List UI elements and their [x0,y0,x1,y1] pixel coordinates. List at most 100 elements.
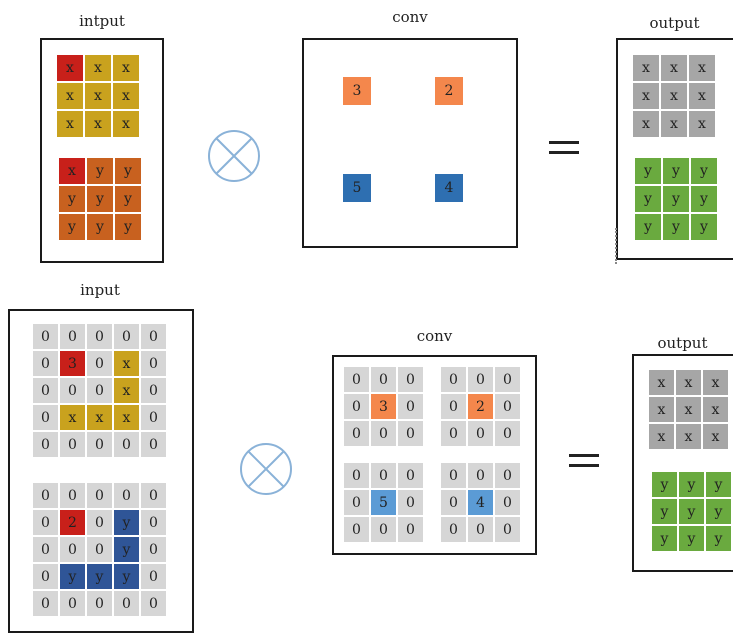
grid-cell: 0 [140,536,167,563]
grid-cell: 0 [86,350,113,377]
grid-cell: x [648,369,675,396]
grid-cell: y [86,157,114,185]
bottom-conv-label: conv [416,327,453,345]
grid-cell: 0 [370,462,397,489]
grid-cell: 0 [32,431,59,458]
grid-cell: y [678,498,705,525]
top-kernel-cell: 4 [435,174,463,202]
grid-cell: y [690,185,718,213]
grid-cell: y [86,213,114,241]
grid-cell: y [114,213,142,241]
grid-cell: y [651,471,678,498]
grid-cell: 0 [397,366,424,393]
grid-cell: x [58,157,86,185]
grid-cell: y [58,185,86,213]
grid-cell: 0 [32,404,59,431]
grid-cell: 5 [370,489,397,516]
grid-cell: 0 [343,516,370,543]
grid-cell: y [651,525,678,552]
grid-cell: 0 [113,431,140,458]
grid-cell: 0 [140,431,167,458]
bottom-input-label: input [80,281,120,299]
grid-cell: y [113,509,140,536]
grid-cell: 0 [140,482,167,509]
grid-cell: x [648,423,675,450]
grid-cell: 0 [343,393,370,420]
grid-cell: 0 [59,377,86,404]
grid-cell: 0 [86,536,113,563]
grid-cell: 0 [370,366,397,393]
grid-cell: 0 [32,323,59,350]
grid-cell: x [56,110,84,138]
grid-cell: 0 [140,509,167,536]
grid-cell: y [705,498,732,525]
grid-cell: y [86,185,114,213]
grid-cell: x [632,54,660,82]
grid-cell: x [688,54,716,82]
grid-cell: x [660,54,688,82]
grid-cell: x [84,110,112,138]
grid-cell: 0 [32,350,59,377]
grid-cell: 0 [140,590,167,617]
grid-cell: x [675,396,702,423]
bottom-output-label: output [657,334,708,352]
grid-cell: 0 [32,509,59,536]
grid-cell: 3 [59,350,86,377]
grid-cell: x [84,82,112,110]
grid-cell: x [56,82,84,110]
grid-cell: 0 [343,420,370,447]
grid-cell: 0 [494,489,521,516]
grid-cell: x [675,423,702,450]
grid-cell: 0 [86,431,113,458]
grid-cell: y [113,536,140,563]
grid-cell: 0 [32,590,59,617]
grid-cell: 0 [32,482,59,509]
grid-cell: x [112,110,140,138]
grid-cell: 0 [494,516,521,543]
grid-cell: 0 [397,420,424,447]
grid-cell: 0 [59,536,86,563]
grid-cell: x [688,110,716,138]
grid-cell: 2 [467,393,494,420]
grid-cell: x [660,82,688,110]
grid-cell: 0 [440,393,467,420]
grid-cell: 0 [140,563,167,590]
grid-cell: 0 [59,323,86,350]
grid-cell: 0 [494,393,521,420]
grid-cell: x [112,82,140,110]
convolution-operator-icon [240,443,292,495]
grid-cell: x [59,404,86,431]
grid-cell: 0 [440,462,467,489]
grid-cell: x [86,404,113,431]
grid-cell: 0 [86,377,113,404]
grid-cell: 0 [343,489,370,516]
grid-cell: 0 [467,516,494,543]
grid-cell: 0 [32,563,59,590]
grid-cell: 0 [397,462,424,489]
grid-cell: 4 [467,489,494,516]
grid-cell: y [634,213,662,241]
grid-cell: 0 [140,323,167,350]
grid-cell: y [690,213,718,241]
grid-cell: 0 [343,462,370,489]
grid-cell: y [634,185,662,213]
grid-cell: 0 [113,482,140,509]
grid-cell: 0 [440,366,467,393]
grid-cell: 0 [59,482,86,509]
top-kernel-cell: 5 [343,174,371,202]
grid-cell: 0 [32,536,59,563]
grid-cell: y [662,185,690,213]
grid-cell: 0 [140,377,167,404]
top-conv-frame [302,38,518,248]
grid-cell: x [113,377,140,404]
top-kernel-cell: 2 [435,77,463,105]
grid-cell: 0 [32,377,59,404]
grid-cell: 0 [440,516,467,543]
grid-cell: 0 [494,420,521,447]
